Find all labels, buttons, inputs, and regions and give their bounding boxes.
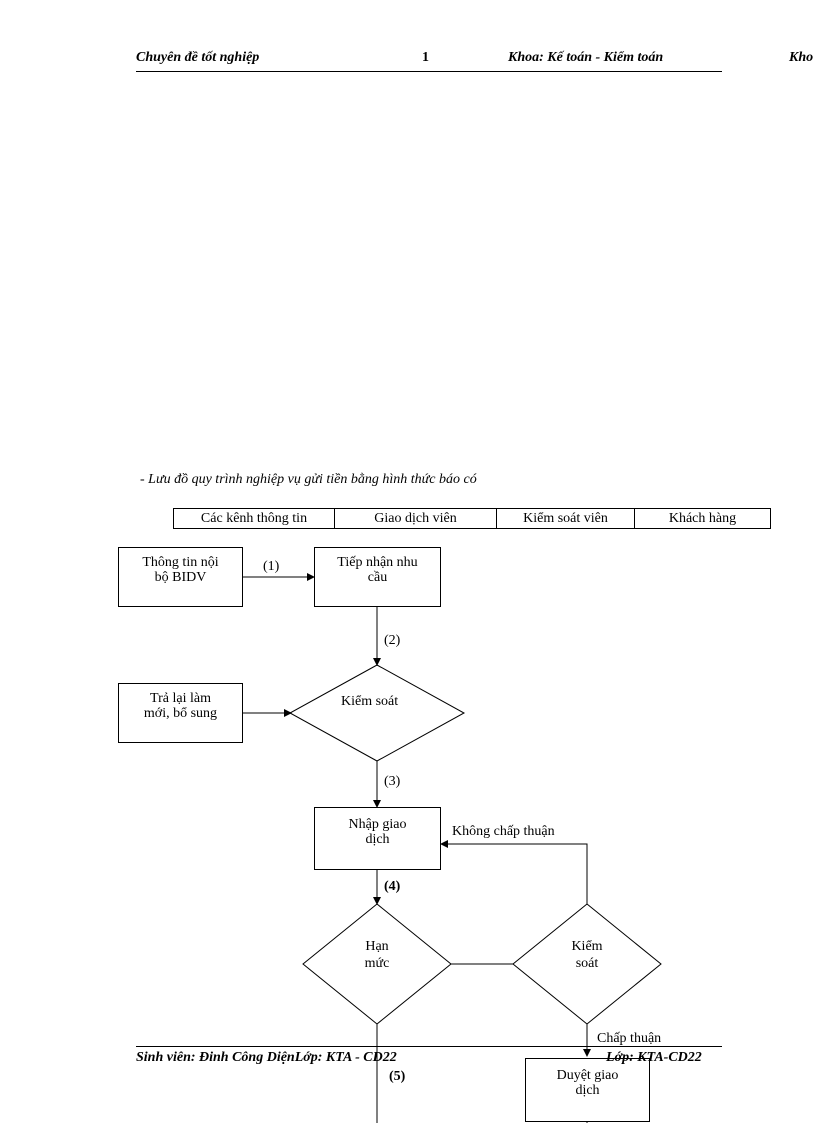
- edge-label-approve: Chấp thuận: [597, 1031, 662, 1046]
- edge-label-1: (1): [263, 559, 280, 574]
- node-enter-transaction-line2: dịch: [365, 832, 390, 847]
- node-approve-transaction-line2: dịch: [575, 1083, 600, 1098]
- node-enter-transaction-line1: Nhập giao: [348, 817, 407, 832]
- node-internal-info-line1: Thông tin nội: [142, 555, 219, 570]
- edge-label-reject: Không chấp thuận: [452, 824, 555, 839]
- control-diamond-1: [288, 664, 466, 762]
- figure-caption: - Lưu đồ quy trình nghiệp vụ gửi tiền bằ…: [140, 472, 477, 487]
- node-internal-info-line2: bộ BIDV: [154, 570, 207, 585]
- header-rule: [136, 71, 722, 72]
- node-control-1-label: Kiểm soát: [341, 694, 399, 709]
- node-enter-transaction: Nhập giao dịch: [314, 807, 441, 870]
- node-control-2-label: Kiểm soát: [562, 938, 612, 972]
- edge-label-5: (5): [389, 1069, 406, 1084]
- node-approve-transaction: Duyệt giao dịch: [525, 1058, 650, 1122]
- swimlane-header: Các kênh thông tin Giao dịch viên Kiểm s…: [173, 508, 771, 529]
- lane-customer: Khách hàng: [634, 508, 771, 529]
- page-number: 1: [422, 50, 429, 65]
- node-receive-request-line1: Tiếp nhận nhu: [337, 555, 418, 570]
- arrow-reject: [440, 840, 588, 904]
- node-control-2-line2: soát: [575, 956, 599, 971]
- header-department: Khoa: Kế toán - Kiểm toán: [508, 50, 664, 65]
- node-return-redo-line2: mới, bổ sung: [143, 706, 218, 721]
- node-approve-transaction-line1: Duyệt giao: [556, 1068, 619, 1083]
- lane-channels: Các kênh thông tin: [173, 508, 335, 529]
- footer-student: Sinh viên: Đinh Công DiệnLớp: KTA - CD22: [136, 1050, 397, 1065]
- node-return-redo-line1: Trả lại làm: [150, 691, 211, 706]
- edge-label-2: (2): [384, 633, 401, 648]
- node-control-2-line1: Kiểm: [571, 939, 603, 954]
- header-right-cut: Kho: [789, 50, 814, 65]
- node-internal-info: Thông tin nội bộ BIDV: [118, 547, 243, 607]
- footer-class: Lớp: KTA-CD22: [606, 1050, 702, 1065]
- header-title: Chuyên đề tốt nghiệp: [136, 50, 260, 65]
- lane-controller: Kiểm soát viên: [496, 508, 635, 529]
- node-limit-label: Hạn mức: [357, 938, 397, 972]
- footer-rule: [136, 1046, 722, 1047]
- node-limit-line1: Hạn: [365, 939, 389, 954]
- node-return-redo: Trả lại làm mới, bổ sung: [118, 683, 243, 743]
- edge-label-4: (4): [384, 879, 401, 894]
- node-limit-line2: mức: [364, 956, 390, 971]
- node-receive-request-line2: cầu: [367, 570, 388, 585]
- node-receive-request: Tiếp nhận nhu cầu: [314, 547, 441, 607]
- edge-label-3: (3): [384, 774, 401, 789]
